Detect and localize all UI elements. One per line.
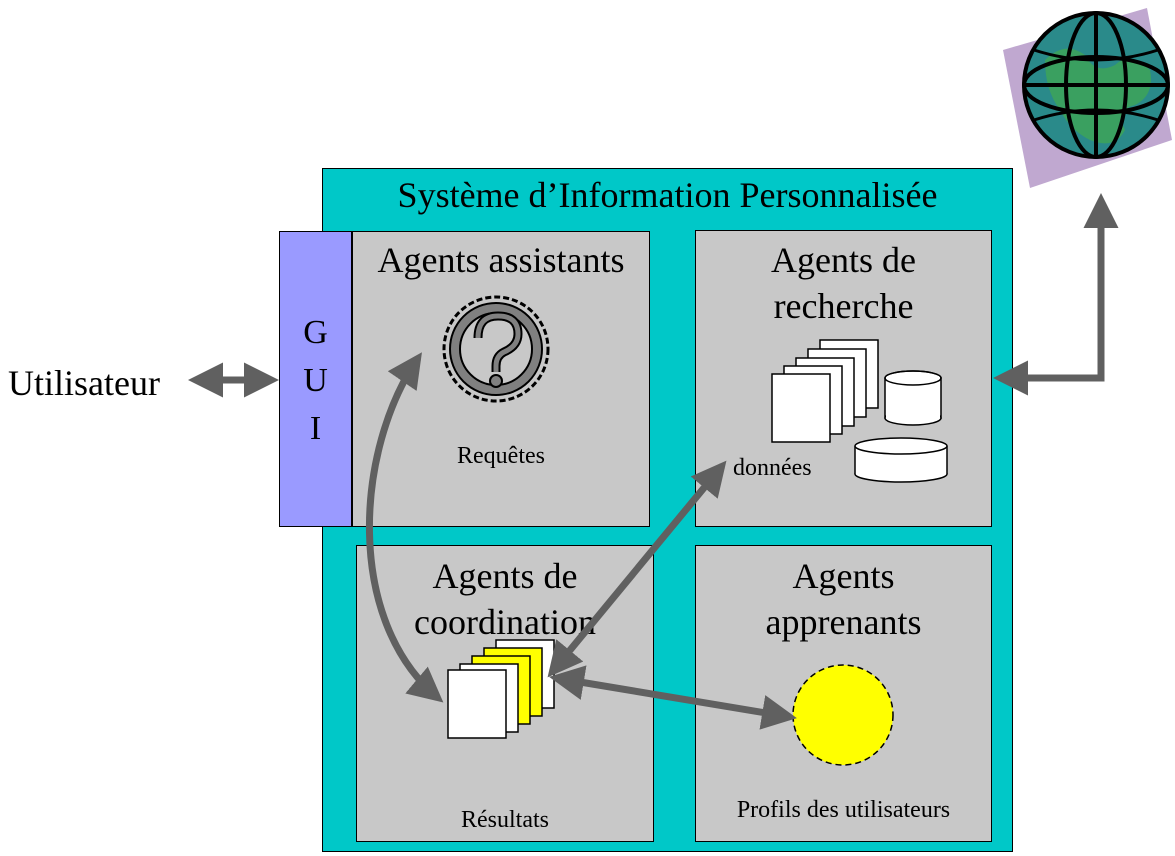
panel-assistants-caption: Requêtes [457,443,545,469]
stacked-documents-icon [447,639,555,739]
panel-assistants-title: Agents assistants [377,240,625,280]
panel-apprenants-title-line1: Agents [792,556,895,596]
panel-recherche-caption: données [733,455,812,481]
question-seal-icon [442,295,550,403]
database-icon [854,437,948,483]
panel-recherche-title-line1: Agents de [771,240,916,280]
panel-recherche-title-line2: recherche [773,286,914,326]
arrow-assistants-coordination [365,352,444,703]
user-label: Utilisateur [8,363,160,403]
arrow-coordination-recherche [547,460,727,678]
panel-apprenants-title-line2: apprenants [765,602,922,642]
documents-and-databases-icon [771,339,948,483]
system-title: Système d’Information Personnalisée [397,175,938,215]
panel-coordination-caption: Résultats [461,807,549,833]
globe-icon [1003,8,1172,188]
profile-circle-icon [792,664,894,766]
panel-apprenants-caption: Profils des utilisateurs [736,797,951,823]
arrow-coordination-apprenants [549,665,797,730]
gui-letter-i: I [309,410,322,447]
gui-letter-g: G [303,314,328,351]
gui-bar[interactable] [279,231,352,527]
gui-letter-u: U [303,362,328,399]
arrow-recherche-web [993,193,1119,396]
database-icon [884,370,942,426]
